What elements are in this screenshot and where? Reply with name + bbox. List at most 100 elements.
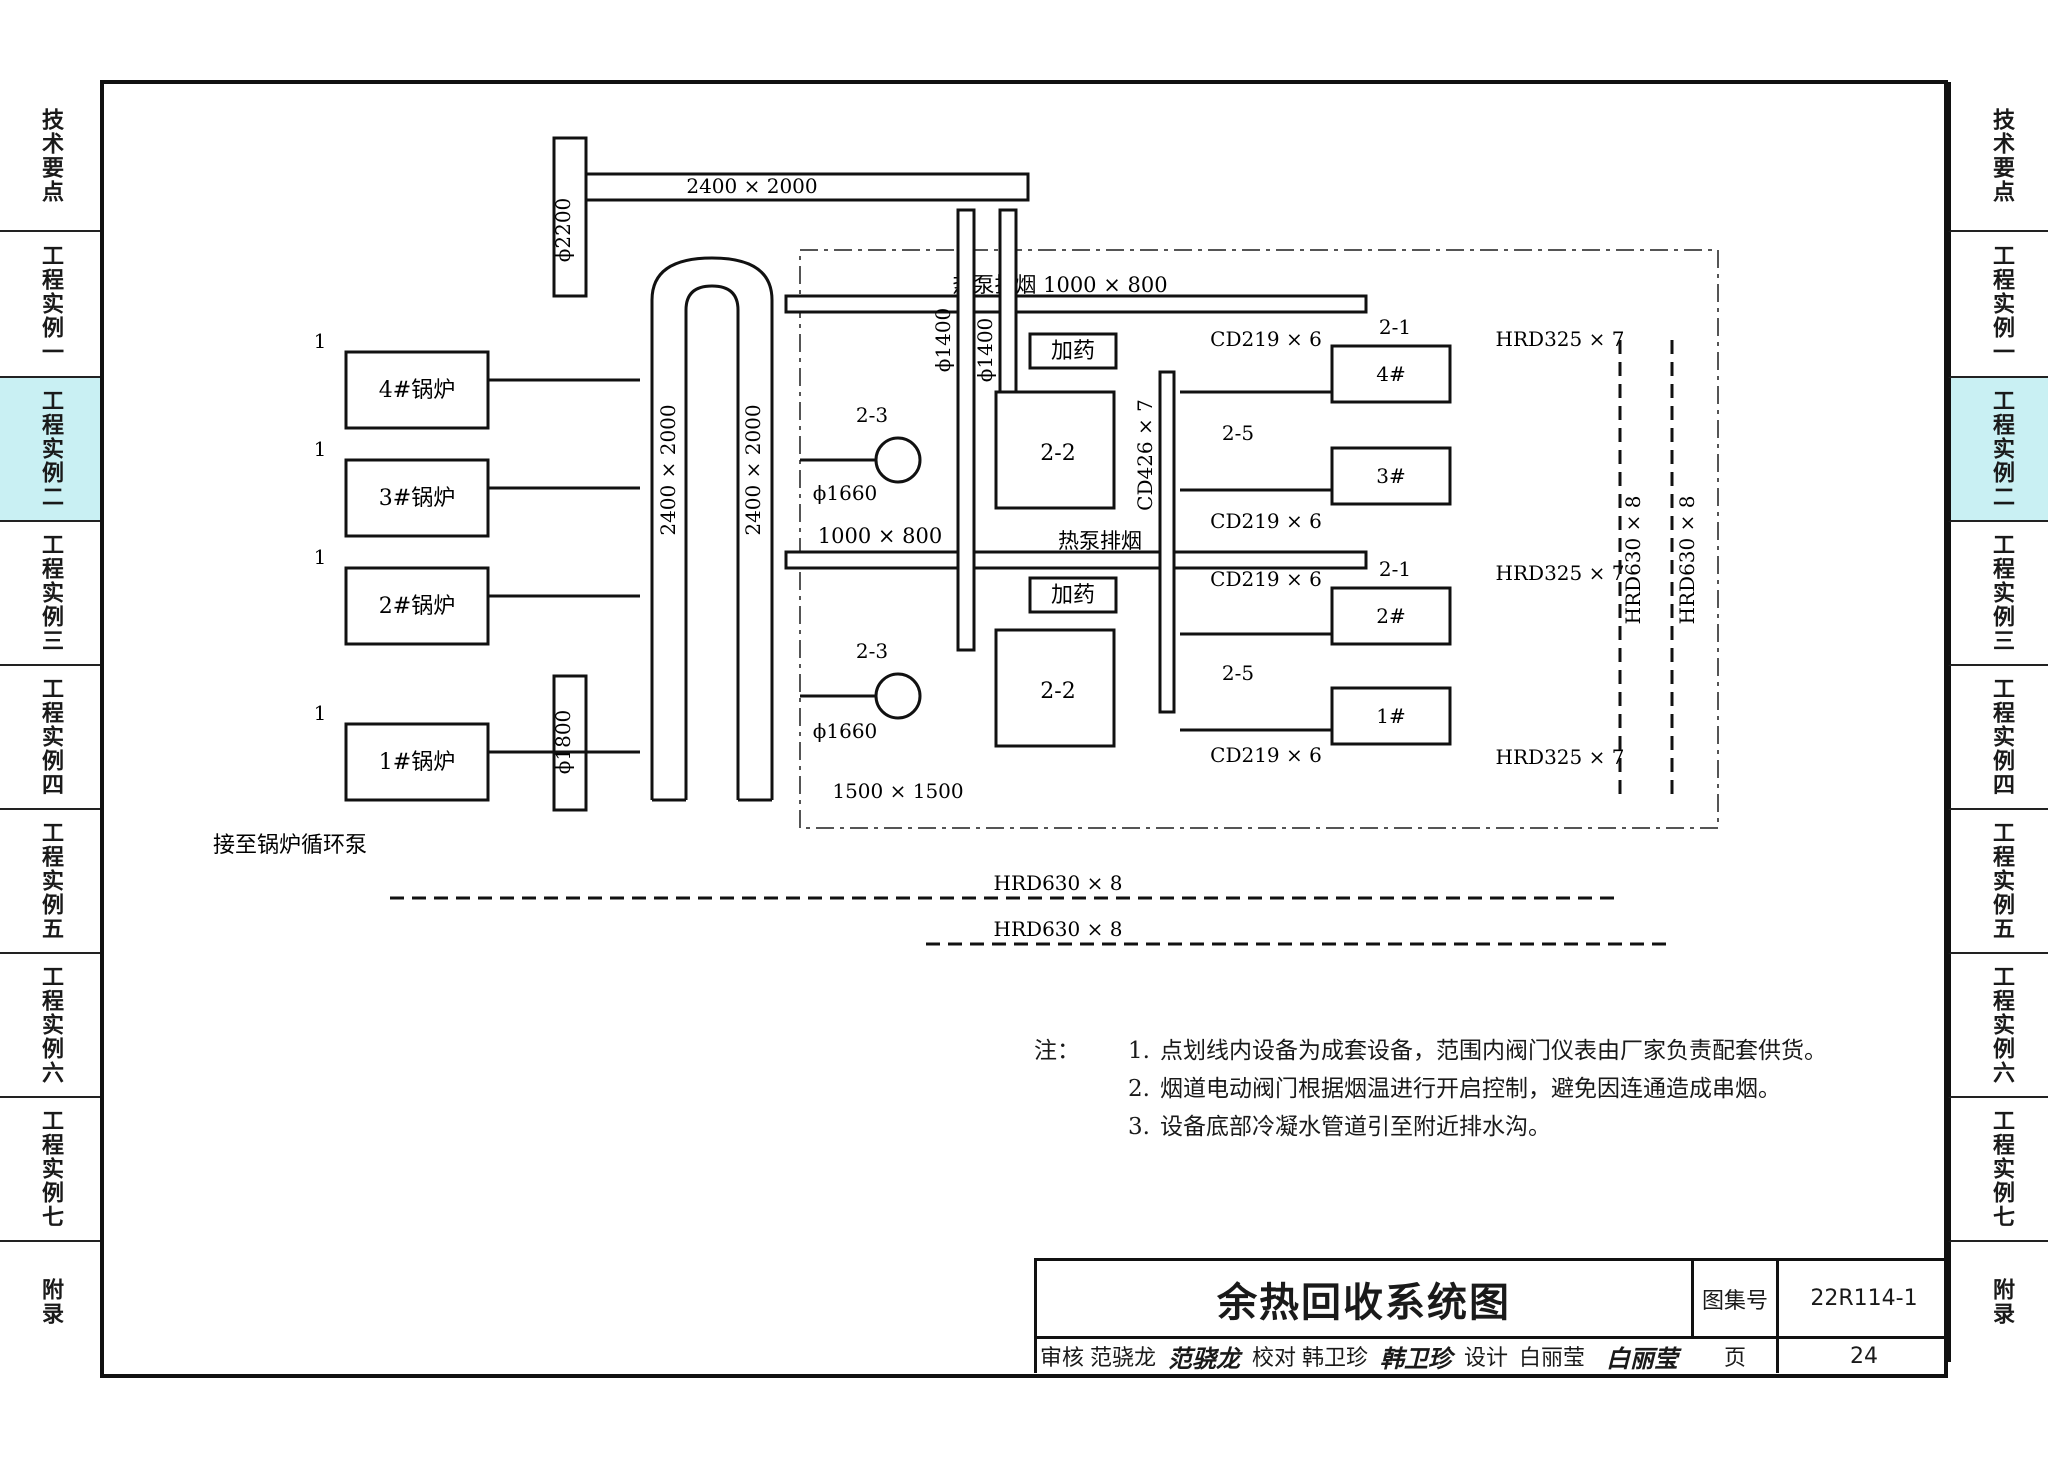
- svg-text:1: 1: [314, 701, 327, 725]
- note-text: 点划线内设备为成套设备，范围内阀门仪表由厂家负责配套供货。: [1160, 1038, 1827, 1064]
- fan-bottom: 2-3 ϕ1660: [800, 639, 922, 743]
- tab-label: 附录: [38, 1278, 63, 1326]
- heatpump-unit-2: 2# CD219 × 6 2-1: [1180, 557, 1452, 646]
- tab-appendix[interactable]: 附录: [1948, 1242, 2048, 1362]
- heatpump-unit-3: 3# CD219 × 6 2-5: [1180, 421, 1452, 533]
- svg-text:2-5: 2-5: [1222, 661, 1254, 685]
- boiler-1: 1#锅炉 ϕ1800 1: [314, 674, 640, 812]
- note-number: 2.: [1128, 1076, 1150, 1102]
- svg-text:HRD325 × 7: HRD325 × 7: [1496, 745, 1625, 769]
- fan-top: 2-3 ϕ1660: [800, 403, 922, 505]
- u-flue-right-label: 2400 × 2000: [741, 404, 765, 535]
- dosing-top: [1028, 332, 1118, 370]
- heatpump-exhaust-mid-size: 1000 × 800: [818, 524, 942, 548]
- boiler-label: 3#锅炉: [379, 486, 455, 511]
- reviewer-name: 范骁龙: [1089, 1346, 1156, 1371]
- boiler-label: 4#锅炉: [379, 378, 455, 403]
- dosing-bottom: [1028, 576, 1118, 614]
- tab-case-6[interactable]: 工程实例六: [1948, 954, 2048, 1098]
- right-tab-column: 技术要点 工程实例一 工程实例二 工程实例三 工程实例四 工程实例五 工程实例六…: [1948, 82, 2048, 1362]
- designer-signature: 白丽莹: [1606, 1343, 1678, 1373]
- svg-text:HRD325 × 7: HRD325 × 7: [1496, 327, 1625, 351]
- chimney-label: ϕ2200: [551, 198, 575, 263]
- svg-text:CD219 × 6: CD219 × 6: [1210, 567, 1322, 591]
- note-1: 注： 1. 点划线内设备为成套设备，范围内阀门仪表由厂家负责配套供货。: [1034, 1032, 1894, 1070]
- page-number: 24: [1850, 1343, 1878, 1369]
- tab-key-points[interactable]: 技术要点: [1948, 82, 2048, 232]
- riser-1-label: ϕ1400: [931, 308, 955, 373]
- tab-label: 工程实例三: [38, 533, 63, 653]
- tab-label: 工程实例五: [1989, 821, 2014, 941]
- checker-signature: 韩卫珍: [1380, 1343, 1452, 1373]
- riser-2-label: ϕ1400: [973, 318, 997, 383]
- u-flue-outer: [650, 256, 774, 800]
- svg-text:3#: 3#: [1376, 464, 1405, 488]
- svg-text:2-1: 2-1: [1379, 315, 1411, 339]
- tab-label: 技术要点: [38, 108, 63, 204]
- boiler-label: 1#锅炉: [379, 750, 455, 775]
- svg-text:CD219 × 6: CD219 × 6: [1210, 327, 1322, 351]
- drawing-title: 余热回收系统图: [1217, 1279, 1511, 1326]
- heatpump-exhaust-top: [784, 294, 1368, 314]
- chimney: [552, 136, 588, 298]
- boiler-3: 3#锅炉 1: [314, 437, 640, 538]
- top-flue: [584, 172, 1030, 202]
- svg-text:HRD630 × 8: HRD630 × 8: [994, 871, 1123, 895]
- svg-text:HRD630 × 8: HRD630 × 8: [994, 917, 1123, 941]
- svg-text:2-2: 2-2: [1040, 679, 1075, 704]
- svg-text:1: 1: [314, 329, 327, 353]
- drawing-frame: [100, 80, 1948, 1378]
- atlas-label: 图集号: [1701, 1288, 1768, 1314]
- heatpump-exhaust-top-label: 热泵排烟 1000 × 800: [952, 273, 1167, 297]
- to-boiler-pump-label: 接至锅炉循环泵: [213, 833, 367, 858]
- package-boundary: [799, 249, 1719, 829]
- svg-text:4#: 4#: [1376, 362, 1405, 386]
- svg-text:加药: 加药: [1051, 583, 1095, 608]
- svg-text:HRD630 × 8: HRD630 × 8: [1621, 496, 1645, 625]
- notes: 注： 1. 点划线内设备为成套设备，范围内阀门仪表由厂家负责配套供货。 2. 烟…: [1034, 1032, 1894, 1146]
- note-text: 设备底部冷凝水管道引至附近排水沟。: [1160, 1114, 1551, 1140]
- tab-label: 工程实例三: [1989, 533, 2014, 653]
- tab-case-3[interactable]: 工程实例三: [1948, 522, 2048, 666]
- tab-label: 工程实例五: [38, 821, 63, 941]
- note-text: 烟道电动阀门根据烟温进行开启控制，避免因连通造成串烟。: [1160, 1076, 1781, 1102]
- exchanger-bottom: [994, 628, 1116, 748]
- tab-case-2[interactable]: 工程实例二: [0, 378, 103, 522]
- page-label: 页: [1723, 1346, 1746, 1371]
- riser-2: [998, 208, 1018, 402]
- svg-text:2-3: 2-3: [856, 639, 888, 663]
- notes-lead: 注：: [1034, 1038, 1080, 1064]
- tab-label: 工程实例六: [1989, 965, 2014, 1085]
- svg-text:1#: 1#: [1376, 704, 1405, 728]
- exchanger-top: [994, 390, 1116, 510]
- cd426-header: [1158, 370, 1176, 714]
- note-number: 3.: [1128, 1114, 1150, 1140]
- tab-case-7[interactable]: 工程实例七: [1948, 1098, 2048, 1242]
- svg-text:2-1: 2-1: [1379, 557, 1411, 581]
- tab-label: 技术要点: [1989, 108, 2014, 204]
- tab-case-5[interactable]: 工程实例五: [1948, 810, 2048, 954]
- boiler-1-flue: [552, 674, 588, 812]
- note-2: 2. 烟道电动阀门根据烟温进行开启控制，避免因连通造成串烟。: [1034, 1070, 1894, 1108]
- svg-text:CD426 × 7: CD426 × 7: [1133, 399, 1157, 511]
- svg-text:ϕ1660: ϕ1660: [813, 719, 878, 743]
- svg-text:1: 1: [314, 437, 327, 461]
- svg-text:2-2: 2-2: [1040, 441, 1075, 466]
- tab-case-4[interactable]: 工程实例四: [1948, 666, 2048, 810]
- heatpump-unit-1: 1# CD219 × 6 2-5: [1180, 661, 1452, 767]
- note-number: 1.: [1128, 1038, 1150, 1064]
- heatpump-exhaust-mid: [784, 550, 1368, 570]
- svg-text:1: 1: [314, 545, 327, 569]
- boiler-label: 2#锅炉: [379, 594, 455, 619]
- svg-text:CD219 × 6: CD219 × 6: [1210, 509, 1322, 533]
- check-label: 校对: [1251, 1346, 1296, 1371]
- tab-label: 工程实例七: [38, 1109, 63, 1229]
- svg-text:加药: 加药: [1051, 339, 1095, 364]
- checker-name: 韩卫珍: [1301, 1346, 1368, 1371]
- tab-case-2[interactable]: 工程实例二: [1948, 378, 2048, 522]
- tab-case-1[interactable]: 工程实例一: [1948, 232, 2048, 378]
- riser-1: [956, 208, 976, 652]
- tab-label: 附录: [1989, 1278, 2014, 1326]
- reviewer-signature: 范骁龙: [1168, 1343, 1240, 1373]
- svg-text:2-5: 2-5: [1222, 421, 1254, 445]
